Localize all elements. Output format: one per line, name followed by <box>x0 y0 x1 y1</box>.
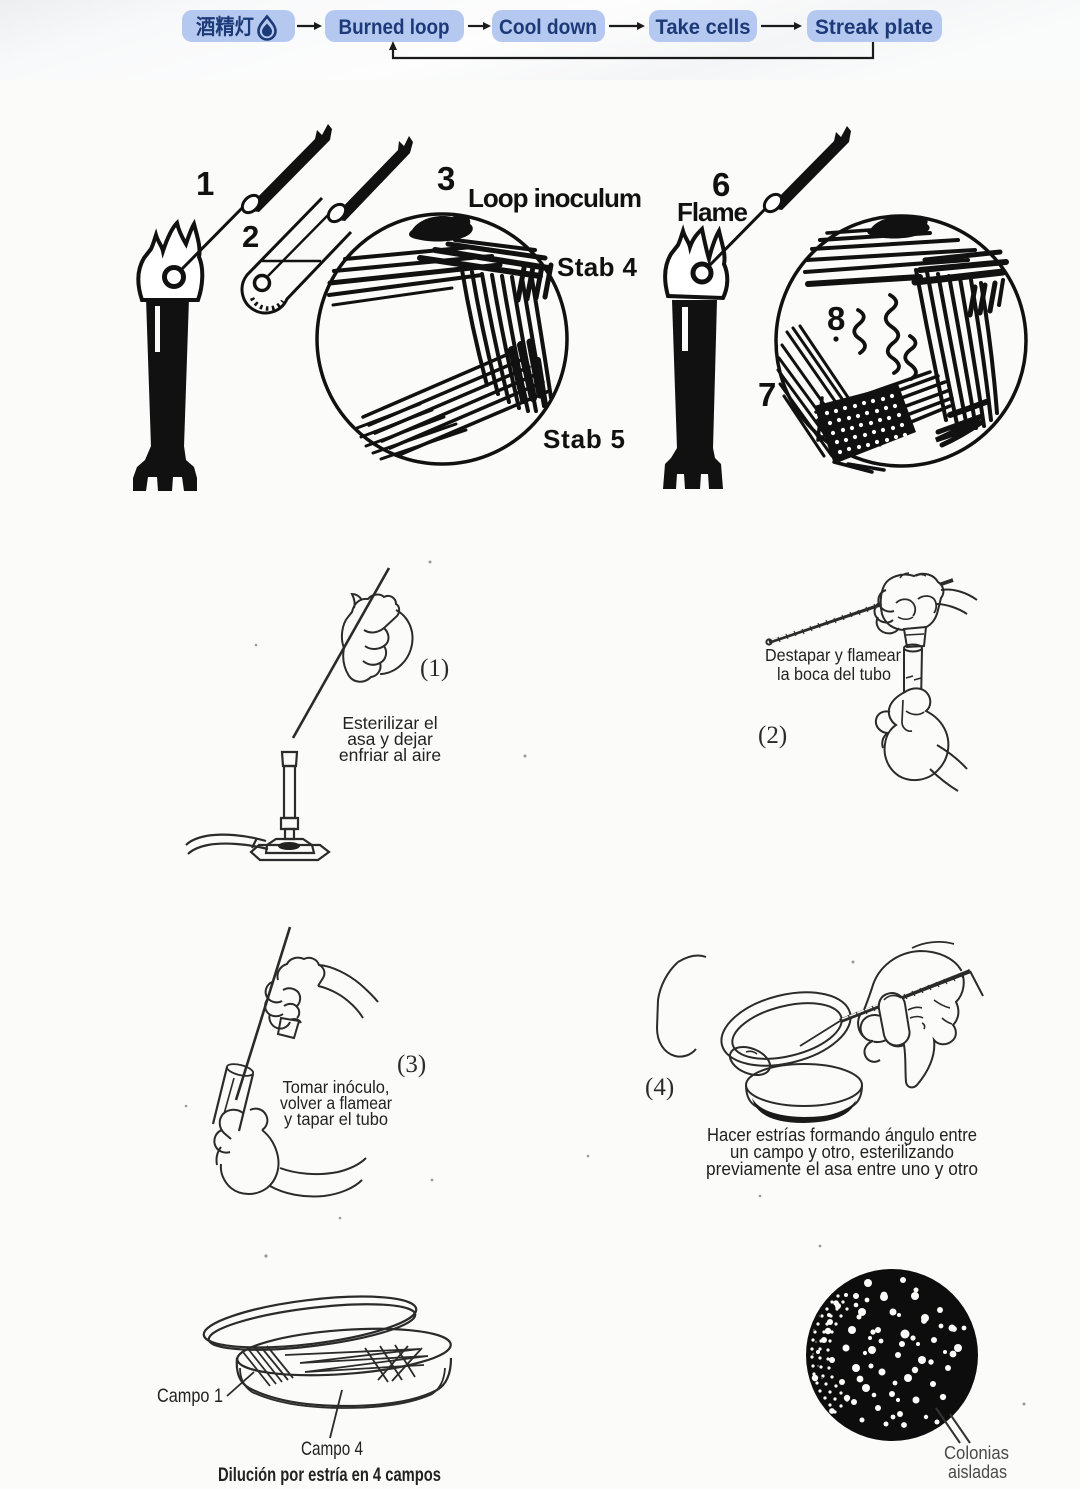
svg-text:3: 3 <box>437 160 455 197</box>
svg-text:Hacer estrías formando ángulo: Hacer estrías formando ángulo entre <box>707 1125 977 1145</box>
svg-text:Colonias: Colonias <box>944 1443 1009 1463</box>
svg-text:Stab 4: Stab 4 <box>557 252 638 282</box>
svg-text:8: 8 <box>827 300 845 337</box>
svg-text:(3): (3) <box>397 1051 426 1078</box>
svg-text:Campo 1: Campo 1 <box>157 1385 223 1407</box>
svg-text:la boca del tubo: la boca del tubo <box>777 664 891 684</box>
svg-text:volver a flamear: volver a flamear <box>280 1093 392 1113</box>
svg-text:6: 6 <box>712 166 730 203</box>
svg-text:Loop inoculum: Loop inoculum <box>468 183 642 213</box>
svg-text:酒精灯: 酒精灯 <box>196 15 254 39</box>
svg-text:y tapar el tubo: y tapar el tubo <box>284 1109 388 1129</box>
svg-text:Destapar y flamear: Destapar y flamear <box>765 645 901 665</box>
svg-text:2: 2 <box>242 219 259 254</box>
svg-text:Take cells: Take cells <box>656 16 751 39</box>
svg-text:previamente el asa entre uno y: previamente el asa entre uno y otro <box>706 1159 978 1179</box>
svg-text:Cool down: Cool down <box>499 16 597 39</box>
svg-text:(4): (4) <box>645 1074 674 1101</box>
svg-text:Burned loop: Burned loop <box>339 16 450 39</box>
svg-text:1: 1 <box>196 165 214 202</box>
svg-text:(1): (1) <box>420 655 449 682</box>
svg-text:Tomar inóculo,: Tomar inóculo, <box>283 1077 390 1097</box>
svg-text:asa y dejar: asa y dejar <box>347 729 433 749</box>
svg-text:un campo y otro, esterilizando: un campo y otro, esterilizando <box>730 1142 954 1162</box>
svg-text:(2): (2) <box>758 722 787 749</box>
svg-text:enfriar al aire: enfriar al aire <box>339 745 441 765</box>
svg-text:Esterilizar el: Esterilizar el <box>342 713 437 733</box>
svg-text:aisladas: aisladas <box>948 1462 1007 1482</box>
svg-text:Stab 5: Stab 5 <box>543 424 625 454</box>
svg-text:Streak plate: Streak plate <box>815 16 933 39</box>
svg-text:Dilución por estría en 4 campo: Dilución por estría en 4 campos <box>218 1464 441 1486</box>
svg-text:Flame: Flame <box>677 197 748 227</box>
svg-text:Campo 4: Campo 4 <box>301 1438 363 1460</box>
svg-text:7: 7 <box>758 376 776 413</box>
